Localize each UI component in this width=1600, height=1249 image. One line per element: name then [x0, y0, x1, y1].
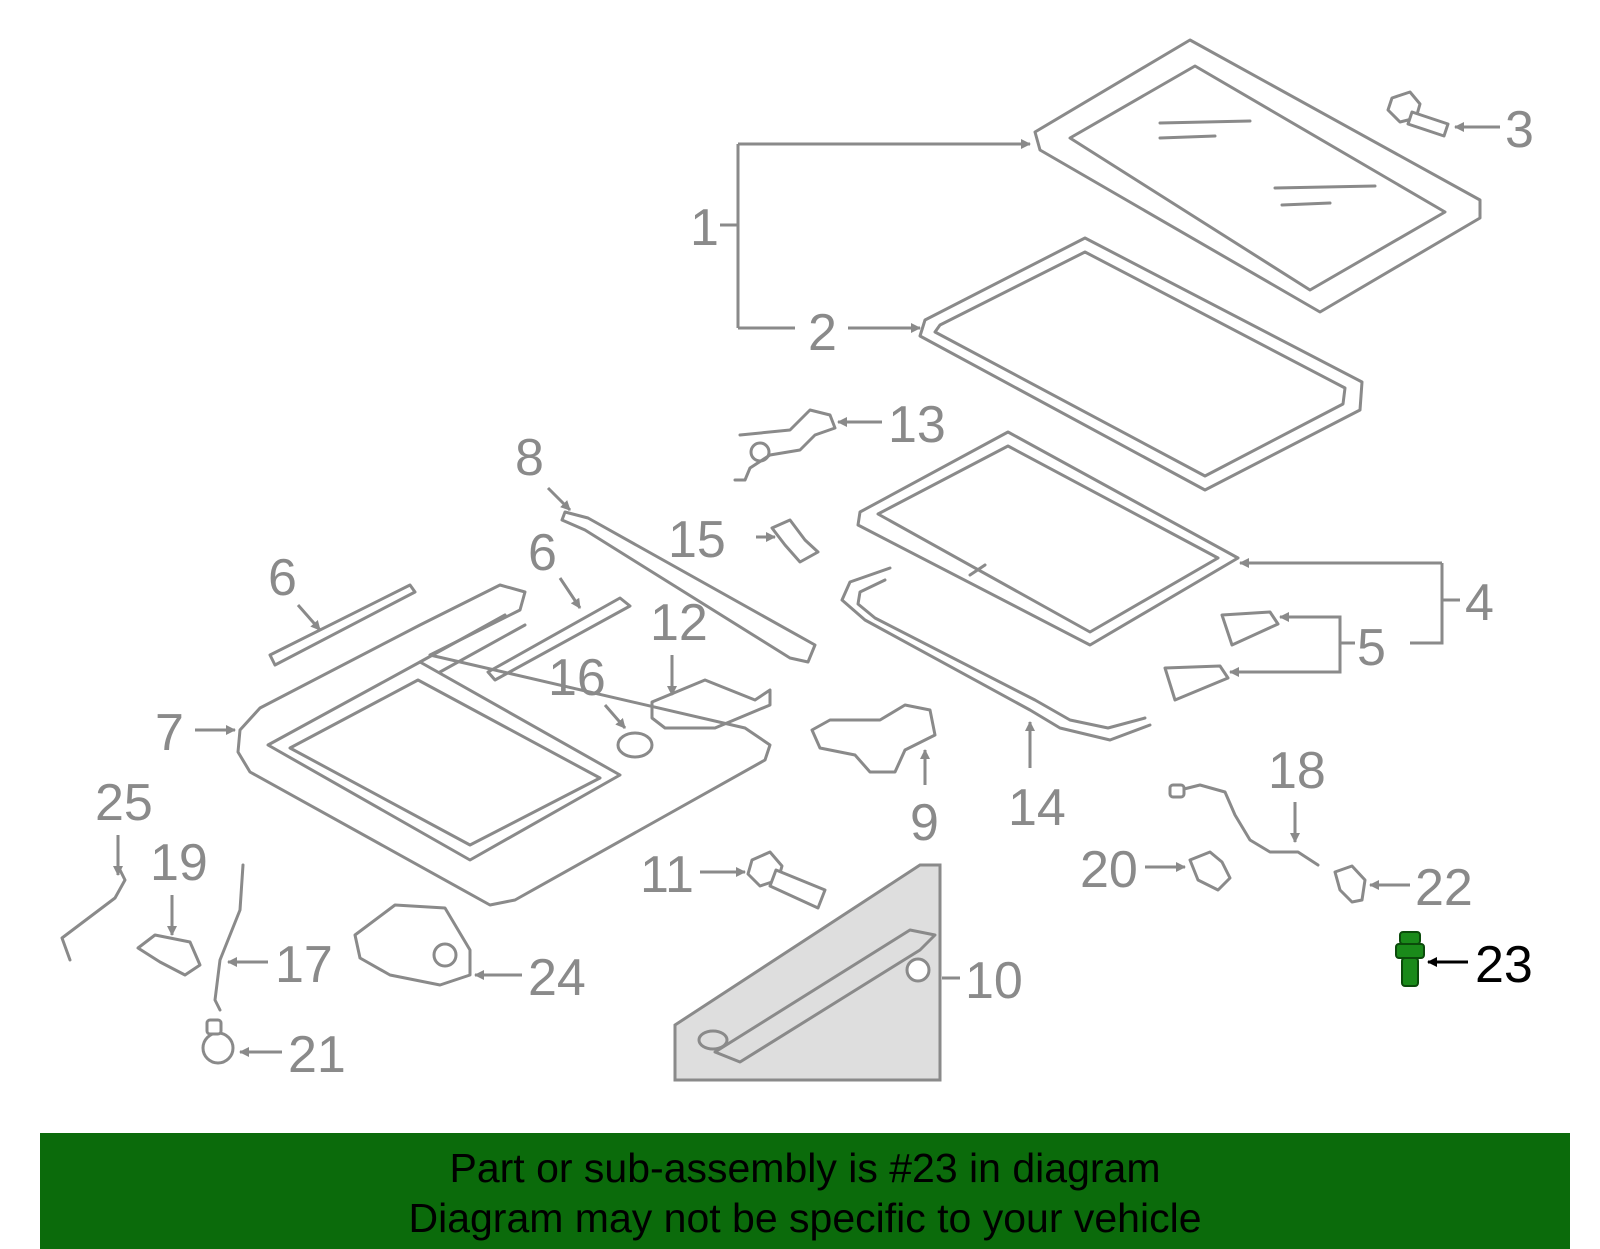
- part-15-clip: [770, 518, 820, 564]
- part-24-motor: [353, 903, 472, 987]
- part-22-grommet: [1333, 864, 1367, 904]
- label-2: 2: [808, 304, 837, 362]
- part-23-bolt-highlighted: [1395, 931, 1425, 987]
- leader-lines: [113, 122, 1500, 1057]
- label-9: 9: [910, 794, 939, 852]
- part-6-strip-left: [268, 583, 417, 667]
- part-1-glass-panel: [1033, 38, 1482, 314]
- part-10-inset: [673, 863, 942, 1082]
- part-19-clip: [136, 933, 202, 977]
- label-25: 25: [95, 774, 153, 832]
- label-5: 5: [1357, 619, 1386, 677]
- part-14-channel: [840, 566, 1152, 742]
- labels: 1 2 3 4 5 6 6 7 8 9 10 11 12 13 14 15 16…: [95, 101, 1534, 1084]
- label-11: 11: [640, 846, 694, 904]
- label-3: 3: [1505, 101, 1534, 159]
- part-12-bracket: [650, 678, 772, 730]
- label-10: 10: [965, 952, 1023, 1010]
- info-banner: Part or sub-assembly is #23 in diagram D…: [40, 1133, 1570, 1249]
- label-19: 19: [150, 834, 208, 892]
- part-21-connector: [201, 1018, 235, 1065]
- label-7: 7: [155, 704, 184, 762]
- label-14: 14: [1008, 779, 1066, 837]
- label-23: 23: [1475, 936, 1533, 994]
- part-18-cable: [1168, 783, 1320, 867]
- label-6-right: 6: [528, 524, 557, 582]
- label-12: 12: [650, 594, 708, 652]
- part-8-rail: [560, 510, 817, 664]
- label-13: 13: [888, 396, 946, 454]
- part-11-bolt: [746, 850, 827, 910]
- label-21: 21: [288, 1026, 346, 1084]
- part-2-seal: [918, 236, 1364, 492]
- label-15: 15: [668, 511, 726, 569]
- part-25-hose: [60, 868, 127, 962]
- part-9-bracket: [810, 703, 937, 774]
- part-7-frame: [236, 583, 772, 907]
- label-4: 4: [1465, 574, 1494, 632]
- banner-line-1: Part or sub-assembly is #23 in diagram: [449, 1145, 1161, 1191]
- part-6-strip-right: [486, 596, 632, 682]
- label-24: 24: [528, 949, 586, 1007]
- part-20-clip: [1188, 850, 1232, 892]
- label-8: 8: [515, 429, 544, 487]
- part-13-harness: [733, 408, 837, 482]
- part-16-cap: [616, 731, 654, 759]
- label-22: 22: [1415, 859, 1473, 917]
- part-5-guides: [1163, 610, 1280, 702]
- label-17: 17: [275, 936, 333, 994]
- banner-line-2: Diagram may not be specific to your vehi…: [408, 1195, 1202, 1241]
- label-20: 20: [1080, 841, 1138, 899]
- label-1: 1: [690, 199, 719, 257]
- label-18: 18: [1268, 742, 1326, 800]
- part-3-bolt: [1386, 90, 1450, 138]
- label-16: 16: [548, 649, 606, 707]
- part-17-hose: [213, 863, 245, 1012]
- part-4-sunshade: [856, 430, 1240, 647]
- label-6-left: 6: [268, 549, 297, 607]
